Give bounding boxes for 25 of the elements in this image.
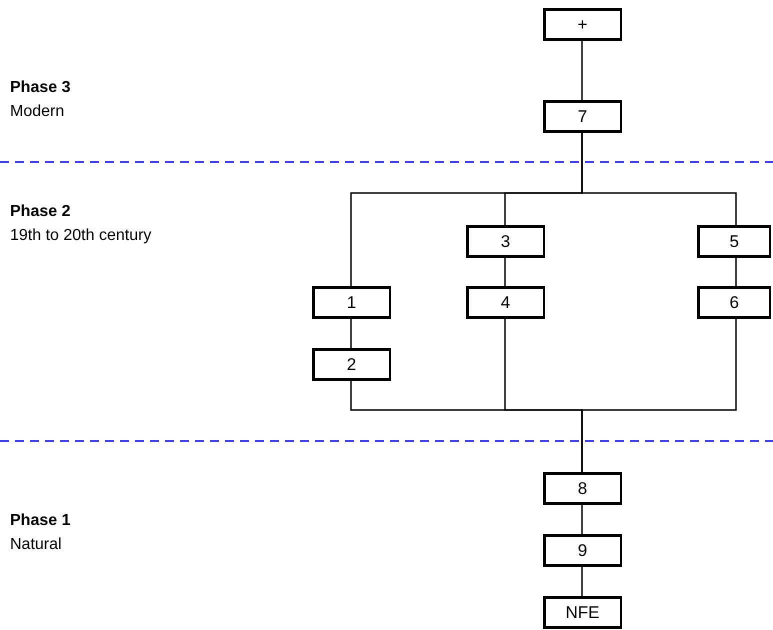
context-box: 4 [466,286,544,319]
connector-line [735,258,737,286]
connector-line [581,505,583,534]
connector-line [581,567,583,596]
context-box: 8 [542,472,622,505]
context-box: 6 [696,286,771,319]
connector-line [350,319,352,348]
connector-line [581,41,583,100]
phase-period: Modern [10,102,64,122]
connector-line [581,319,737,472]
context-box: 1 [312,286,390,319]
phase-heading: Phase 2 [10,202,70,222]
phase-heading: Phase 1 [10,511,70,531]
connector-line [581,133,737,225]
connector-line [504,258,506,286]
phase-heading: Phase 3 [10,78,70,98]
context-box: 2 [312,348,390,381]
context-box: 5 [696,225,771,258]
context-box: 7 [542,100,622,133]
phase-period: 19th to 20th century [10,226,152,246]
phase-period: Natural [10,535,62,555]
context-box: NFE [542,596,622,629]
context-box: 3 [466,225,544,258]
context-box: 9 [542,534,622,567]
context-box: + [542,8,622,41]
